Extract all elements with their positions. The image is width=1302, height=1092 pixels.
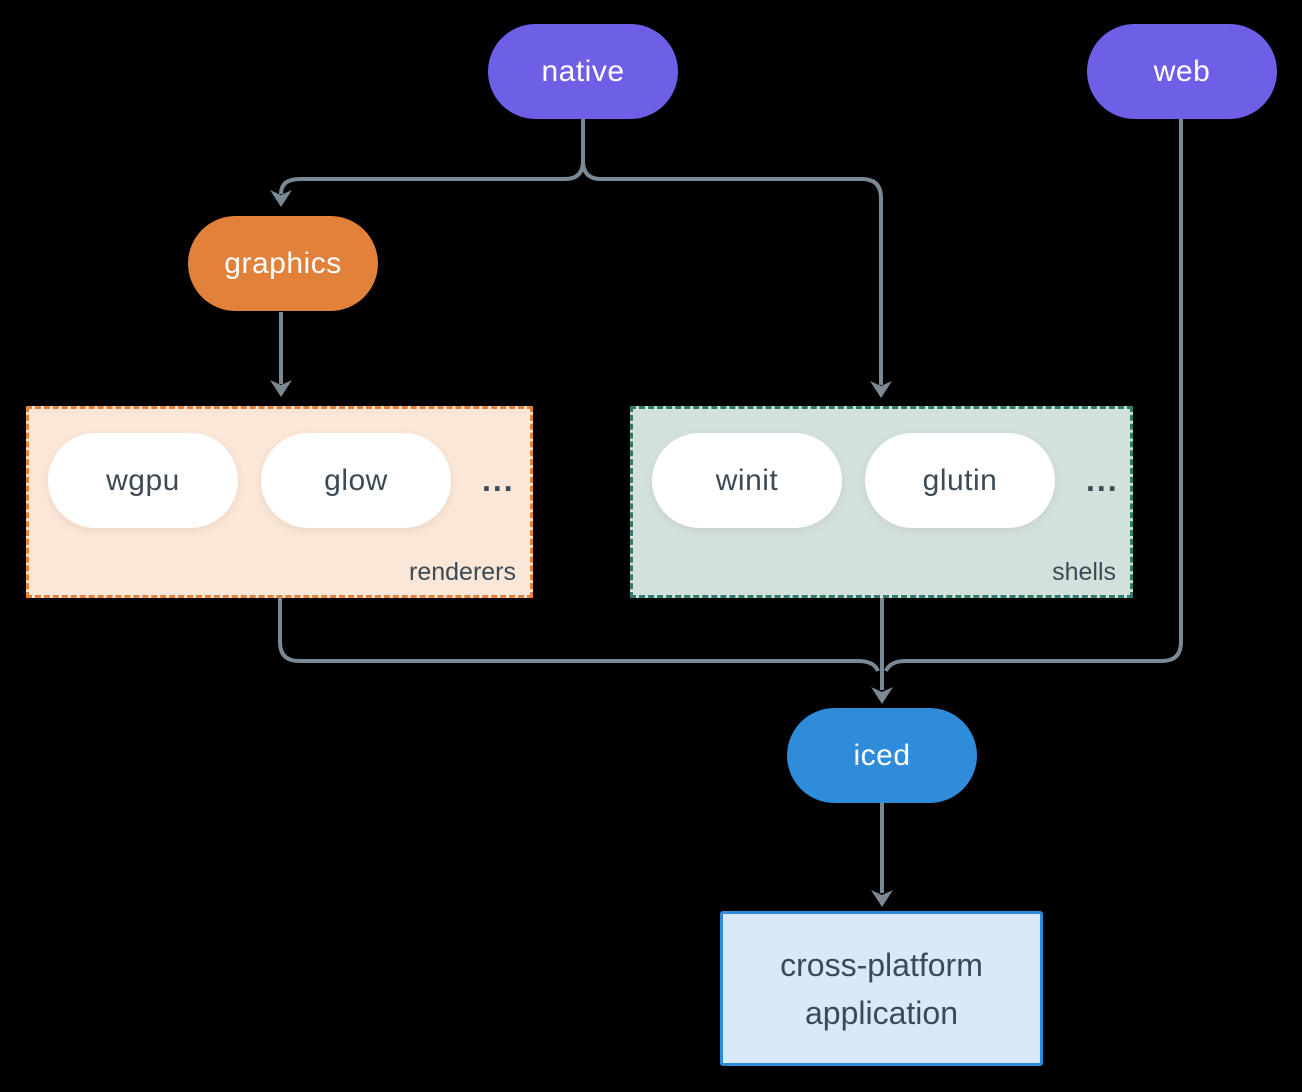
shells-label: shells [1052, 558, 1116, 586]
application-label: cross-platform application [780, 946, 983, 1031]
group-renderers: wgpu glow ... renderers [26, 406, 533, 598]
node-glow: glow [261, 433, 451, 528]
node-cross-platform-application: cross-platform application [720, 911, 1043, 1066]
node-iced: iced [787, 708, 977, 803]
node-web: web [1087, 24, 1277, 119]
group-shells: winit glutin ... shells [630, 406, 1133, 598]
edge-web-iced [884, 118, 1183, 672]
edge-shells-iced [871, 598, 893, 704]
edge-renderers-iced [278, 598, 880, 672]
node-wgpu: wgpu [48, 433, 238, 528]
edge-graphics-renderers [270, 312, 292, 397]
renderers-row: wgpu glow ... [48, 433, 530, 528]
node-native: native [488, 24, 678, 119]
node-winit: winit [652, 433, 842, 528]
node-graphics: graphics [188, 216, 378, 311]
edge-native-shells [581, 118, 892, 398]
shells-ellipsis: ... [1086, 462, 1119, 498]
edge-native-graphics [270, 118, 585, 207]
renderers-ellipsis: ... [482, 462, 515, 498]
edge-iced-application [871, 803, 893, 907]
renderers-label: renderers [409, 558, 516, 586]
shells-row: winit glutin ... [652, 433, 1130, 528]
node-glutin: glutin [865, 433, 1055, 528]
